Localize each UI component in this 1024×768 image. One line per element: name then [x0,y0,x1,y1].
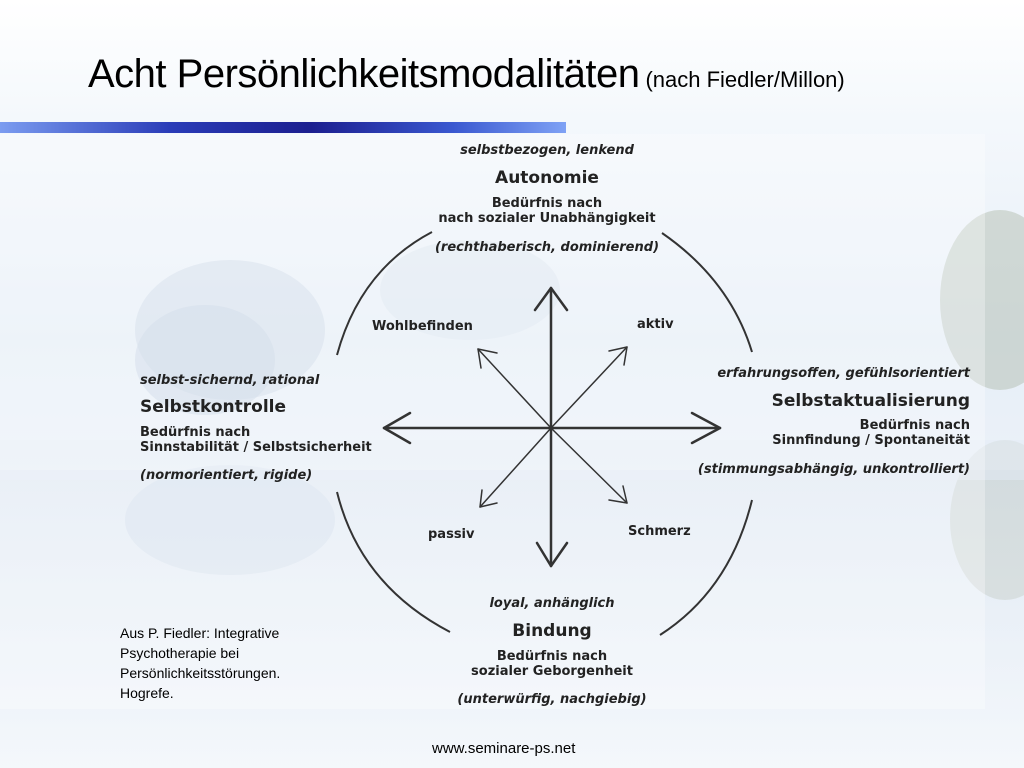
autonomie-extreme: (rechthaberisch, dominierend) [434,240,660,255]
arc-lower-left [336,491,451,633]
selbstaktualisierung-extreme: (stimmungsabhängig, unkontrolliert) [697,462,970,477]
arrow-right-head [690,411,722,445]
label-aktiv: aktiv [637,317,674,332]
selbstkontrolle-title: Selbstkontrolle [140,397,287,417]
arc-upper-right [661,232,753,353]
selbstkontrolle-need-line1: Bedürfnis nach [140,425,251,440]
label-schmerz: Schmerz [628,524,691,539]
selbstaktualisierung-need-line1: Bedürfnis nach [859,418,970,433]
label-wohlbefinden: Wohlbefinden [372,319,473,334]
bindung-title: Bindung [512,621,592,641]
selbstkontrolle-style: selbst-sichernd, rational [140,373,320,388]
autonomie-title: Autonomie [495,168,599,188]
selbstkontrolle-extreme: (normorientiert, rigide) [140,468,313,483]
arrow-upper-right [550,346,628,429]
bindung-need-line1: Bedürfnis nach [496,649,608,664]
arrow-lower-left [479,427,552,508]
selbstkontrolle-need-line2: Sinnstabilität / Selbstsicherheit [140,440,372,455]
arrow-upper-left [477,348,552,429]
footer-url: www.seminare-ps.net [432,740,576,757]
autonomie-need-line2: nach sozialer Unabhängigkeit [438,211,656,226]
source-line-1: Aus P. Fiedler: Integrative [120,625,280,641]
arc-upper-left [336,231,433,356]
arrow-up-head [533,286,569,312]
arrow-lower-right-head [608,485,628,504]
label-passiv: passiv [428,527,475,542]
arrow-upper-left-head [477,348,498,369]
selbstaktualisierung-style: erfahrungsoffen, gefühlsorientiert [717,366,970,381]
bindung-need-line2: sozialer Geborgenheit [471,664,633,679]
bindung-extreme: (unterwürfig, nachgiebig) [457,692,647,707]
title-underline [0,122,566,133]
title-main: Acht Persönlichkeitsmodalitäten [88,52,640,96]
title-subtitle: (nach Fiedler/Millon) [645,67,845,92]
autonomie-style: selbstbezogen, lenkend [460,143,634,158]
slide-title: Acht Persönlichkeitsmodalitäten(nach Fie… [88,52,845,97]
arrow-lower-right [550,427,628,504]
source-line-3: Persönlichkeitsstörungen. [120,665,281,681]
content-panel [0,134,985,709]
arrow-lower-left-head [479,489,498,508]
source-line-2: Psychotherapie bei [120,645,240,661]
selbstaktualisierung-need-line2: Sinnfindung / Spontaneität [772,433,970,448]
arc-lower-right [659,499,753,636]
selbstaktualisierung-title: Selbstaktualisierung [771,391,970,411]
source-line-4: Hogrefe. [120,685,174,701]
bindung-style: loyal, anhänglich [489,596,615,611]
arrow-upper-right-head [608,346,628,366]
arrow-left-head [382,411,412,445]
arrow-down-head [535,541,569,568]
source-citation: Aus P. Fiedler: Integrative Psychotherap… [120,623,280,703]
autonomie-need-line1: Bedürfnis nach [491,196,603,211]
